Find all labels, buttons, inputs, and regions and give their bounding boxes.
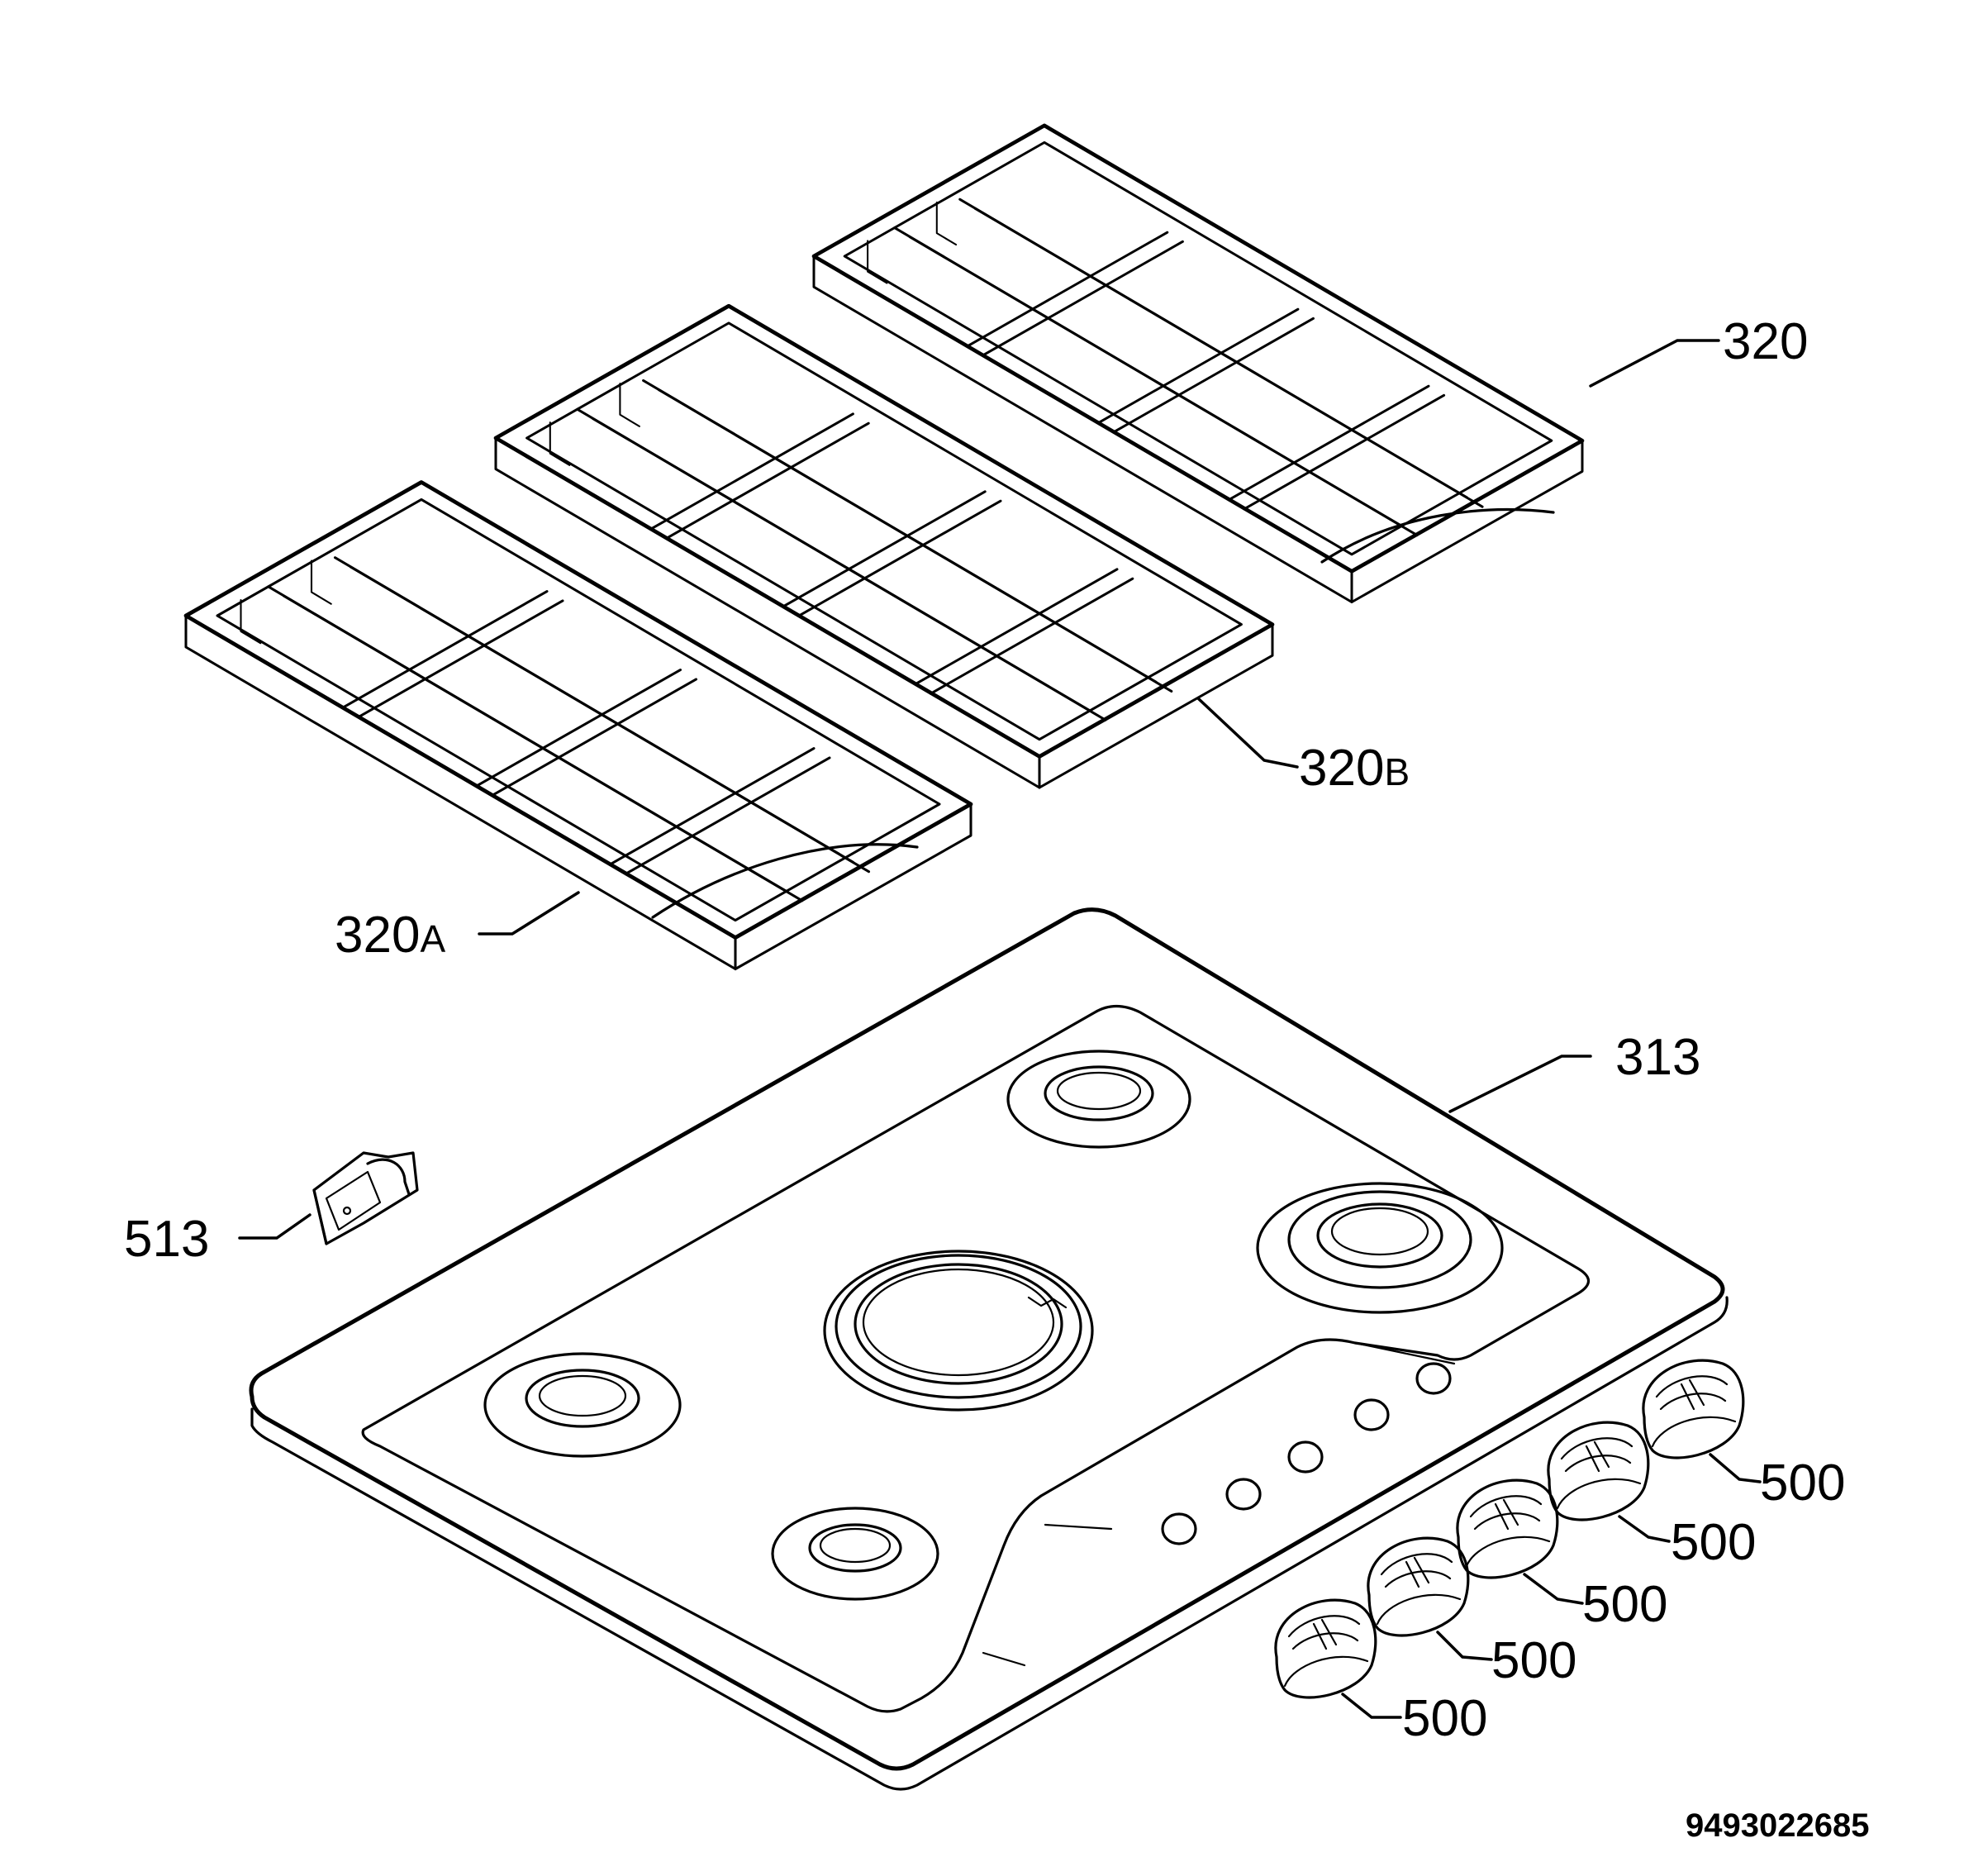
control-knob-3 bbox=[1456, 1478, 1559, 1579]
label-513: 513 bbox=[124, 1211, 209, 1268]
document-number: 9493022685 bbox=[1686, 1807, 1869, 1844]
callout-labels: 320 320B 320A 313 513 500 500 500 500 50… bbox=[124, 313, 1845, 1747]
label-313: 313 bbox=[1615, 1029, 1700, 1086]
label-500-4: 500 bbox=[1491, 1632, 1576, 1689]
pan-support-middle bbox=[496, 306, 1272, 788]
burner-front bbox=[771, 1507, 939, 1601]
label-320b: 320B bbox=[1299, 740, 1410, 797]
hob-top-plate bbox=[249, 907, 1729, 1791]
control-knob-5 bbox=[1274, 1598, 1377, 1699]
leader-lines bbox=[238, 339, 1762, 1719]
label-320a: 320A bbox=[335, 907, 445, 964]
burner-left bbox=[483, 1352, 682, 1458]
control-knob-1 bbox=[1642, 1359, 1745, 1459]
label-500-3: 500 bbox=[1582, 1576, 1667, 1633]
knob-holes bbox=[1161, 1362, 1452, 1545]
label-500-1: 500 bbox=[1760, 1455, 1845, 1512]
pan-support-right bbox=[814, 126, 1582, 602]
burner-rear bbox=[1006, 1050, 1191, 1149]
fixing-bracket bbox=[312, 1151, 419, 1245]
label-500-2: 500 bbox=[1671, 1514, 1756, 1571]
burner-right-large bbox=[1256, 1182, 1504, 1314]
label-320: 320 bbox=[1723, 313, 1808, 370]
control-knob-4 bbox=[1367, 1536, 1470, 1637]
control-knob-2 bbox=[1547, 1421, 1650, 1521]
label-500-5: 500 bbox=[1402, 1690, 1487, 1747]
burner-centre-wok bbox=[823, 1250, 1094, 1412]
pan-support-left bbox=[186, 483, 971, 969]
